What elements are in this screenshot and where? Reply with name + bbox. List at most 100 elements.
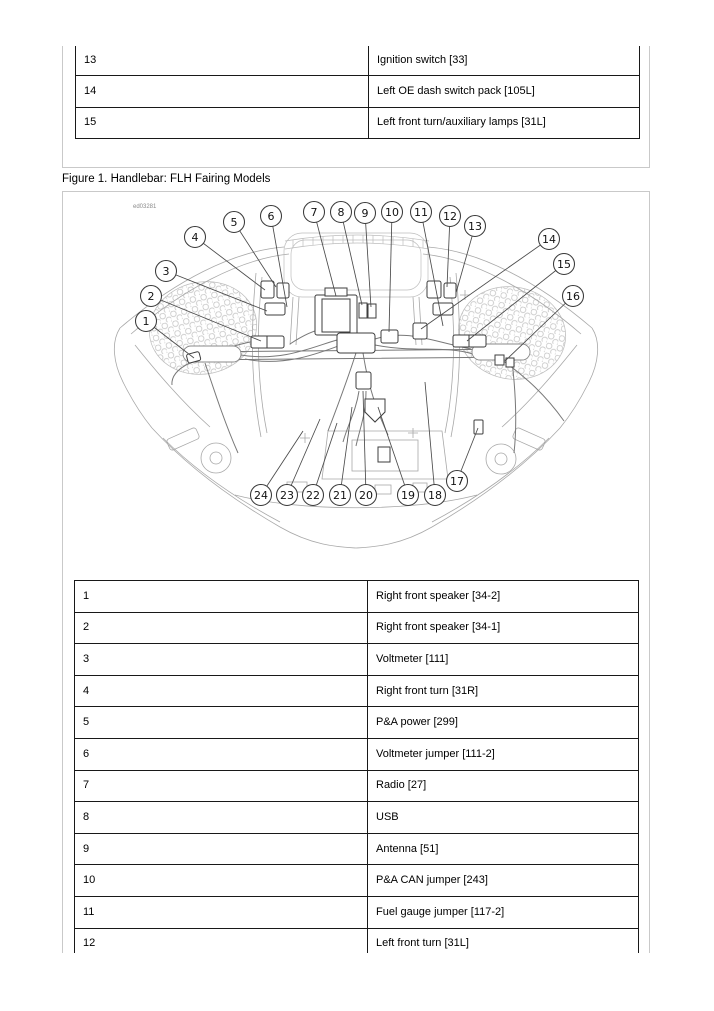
callout-6 bbox=[259, 204, 283, 228]
callout-number-21: 21 bbox=[333, 489, 347, 502]
table-row: 1 Right front speaker [34-2] bbox=[74, 580, 639, 613]
table-row: 3 Voltmeter [111] bbox=[74, 643, 639, 676]
figure-panel: ed03281 bbox=[62, 191, 650, 953]
fairing-outline bbox=[114, 246, 598, 549]
table-row: 13 Ignition switch [33] bbox=[75, 46, 640, 76]
callout-10 bbox=[380, 200, 404, 224]
leader-line-19 bbox=[377, 406, 409, 496]
callout-number-7: 7 bbox=[311, 206, 318, 219]
callout-8 bbox=[329, 200, 353, 224]
leader-line-23 bbox=[286, 418, 321, 496]
handlebar-fairing-diagram: ed03281 bbox=[114, 200, 598, 549]
table-row: 4 Right front turn [31R] bbox=[74, 674, 639, 708]
callout-number-13: 13 bbox=[468, 220, 482, 233]
leader-line-3 bbox=[165, 270, 268, 312]
callout-number-18: 18 bbox=[428, 489, 442, 502]
leader-line-18 bbox=[424, 381, 436, 496]
callout-number-17: 17 bbox=[450, 475, 464, 488]
leader-line-22 bbox=[312, 422, 338, 496]
table-row: 15 Left front turn/auxiliary lamps [31L] bbox=[75, 106, 640, 140]
part-index-cell: 15 bbox=[75, 106, 369, 140]
leader-line-6 bbox=[270, 215, 288, 308]
callout-number-11: 11 bbox=[414, 206, 428, 219]
part-name-cell: Right front speaker [34-2] bbox=[367, 580, 639, 613]
part-index-cell: 11 bbox=[74, 895, 368, 929]
callout-number-1: 1 bbox=[143, 315, 150, 328]
top-table-panel: 13 Ignition switch [33] 14 Left OE dash … bbox=[62, 46, 650, 168]
callout-20 bbox=[354, 483, 378, 507]
connector-table-bottom: 1 Right front speaker [34-2] 2 Right fro… bbox=[74, 580, 639, 953]
callout-12 bbox=[438, 204, 462, 228]
callout-number-22: 22 bbox=[306, 489, 320, 502]
callout-17 bbox=[445, 469, 469, 493]
callout-5 bbox=[222, 210, 246, 234]
table-row: 6 Voltmeter jumper [111-2] bbox=[74, 737, 639, 771]
leader-line-5 bbox=[233, 221, 277, 288]
callout-22 bbox=[301, 483, 325, 507]
part-name-cell: Right front speaker [34-1] bbox=[367, 611, 639, 645]
callout-number-4: 4 bbox=[192, 231, 199, 244]
part-name-cell: Voltmeter [111] bbox=[367, 643, 639, 676]
callout-number-16: 16 bbox=[566, 290, 580, 303]
callout-11 bbox=[409, 200, 433, 224]
callout-number-10: 10 bbox=[385, 206, 399, 219]
callout-number-5: 5 bbox=[231, 216, 238, 229]
callout-19 bbox=[396, 483, 420, 507]
part-index-cell: 8 bbox=[74, 801, 368, 834]
callout-14 bbox=[537, 227, 561, 251]
callout-number-23: 23 bbox=[280, 489, 294, 502]
callout-23 bbox=[275, 483, 299, 507]
leader-line-7 bbox=[313, 211, 337, 297]
leader-line-12 bbox=[446, 215, 451, 288]
callout-21 bbox=[328, 483, 352, 507]
table-row: 5 P&A power [299] bbox=[74, 706, 639, 739]
table-row: 7 Radio [27] bbox=[74, 769, 639, 803]
leader-line-2 bbox=[150, 295, 262, 342]
part-name-cell: Antenna [51] bbox=[367, 832, 639, 866]
callout-3 bbox=[154, 259, 178, 283]
callout-number-2: 2 bbox=[148, 290, 155, 303]
part-name-cell: P&A power [299] bbox=[367, 706, 639, 739]
part-name-cell: Left OE dash switch pack [105L] bbox=[368, 75, 640, 108]
part-index-cell: 13 bbox=[75, 46, 369, 76]
leader-line-24 bbox=[260, 430, 304, 496]
callout-number-15: 15 bbox=[557, 258, 571, 271]
part-name-cell: P&A CAN jumper [243] bbox=[367, 864, 639, 897]
handlebar-grips bbox=[182, 343, 531, 363]
part-index-cell: 4 bbox=[74, 674, 368, 708]
part-index-cell: 14 bbox=[75, 75, 369, 108]
leader-line-8 bbox=[340, 211, 363, 306]
part-index-cell: 10 bbox=[74, 864, 368, 897]
part-index-cell: 5 bbox=[74, 706, 368, 739]
table-row: 14 Left OE dash switch pack [105L] bbox=[75, 75, 640, 108]
leader-line-13 bbox=[455, 225, 476, 294]
connectors-and-components bbox=[186, 280, 515, 463]
callout-number-24: 24 bbox=[254, 489, 268, 502]
leader-line-11 bbox=[420, 211, 444, 327]
callout-number-19: 19 bbox=[401, 489, 415, 502]
part-name-cell: Voltmeter jumper [111-2] bbox=[367, 737, 639, 771]
drawing-id-label: ed03281 bbox=[133, 204, 157, 210]
leader-line-10 bbox=[388, 211, 393, 333]
part-index-cell: 2 bbox=[74, 611, 368, 645]
part-name-cell: USB bbox=[367, 801, 639, 834]
table-row: 10 P&A CAN jumper [243] bbox=[74, 864, 639, 897]
leader-line-14 bbox=[420, 238, 550, 330]
part-name-cell: Left front turn [31L] bbox=[367, 927, 639, 953]
callout-1 bbox=[134, 309, 158, 333]
table-row: 2 Right front speaker [34-1] bbox=[74, 611, 639, 645]
leader-line-16 bbox=[504, 295, 574, 362]
callout-18 bbox=[423, 483, 447, 507]
leader-line-15 bbox=[466, 263, 565, 342]
callout-15 bbox=[552, 252, 576, 276]
part-name-cell: Fuel gauge jumper [117-2] bbox=[367, 895, 639, 929]
table-row: 12 Left front turn [31L] bbox=[74, 927, 639, 953]
part-name-cell: Ignition switch [33] bbox=[368, 46, 640, 76]
part-index-cell: 9 bbox=[74, 832, 368, 866]
callout-number-14: 14 bbox=[542, 233, 556, 246]
callout-number-3: 3 bbox=[163, 265, 170, 278]
part-index-cell: 7 bbox=[74, 769, 368, 803]
part-index-cell: 1 bbox=[74, 580, 368, 613]
callout-13 bbox=[463, 214, 487, 238]
